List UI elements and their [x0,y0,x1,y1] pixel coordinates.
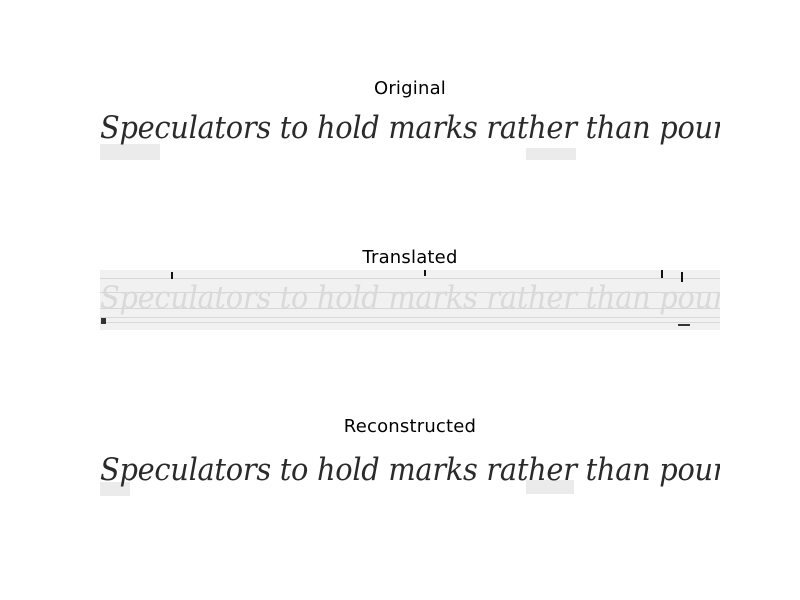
reconstructed-image: Speculators to hold marks rather than po… [100,446,720,498]
original-handwriting: Speculators to hold marks rather than po… [100,110,720,146]
translated-handwriting: Speculators to hold marks rather than po… [100,280,720,316]
reconstructed-handwriting: Speculators to hold marks rather than po… [100,452,720,488]
translated-image: Speculators to hold marks rather than po… [100,270,720,330]
original-title: Original [373,78,447,99]
translated-title: Translated [362,247,458,268]
reconstructed-title: Reconstructed [343,416,477,437]
original-image: Speculators to hold marks rather than po… [100,104,720,160]
